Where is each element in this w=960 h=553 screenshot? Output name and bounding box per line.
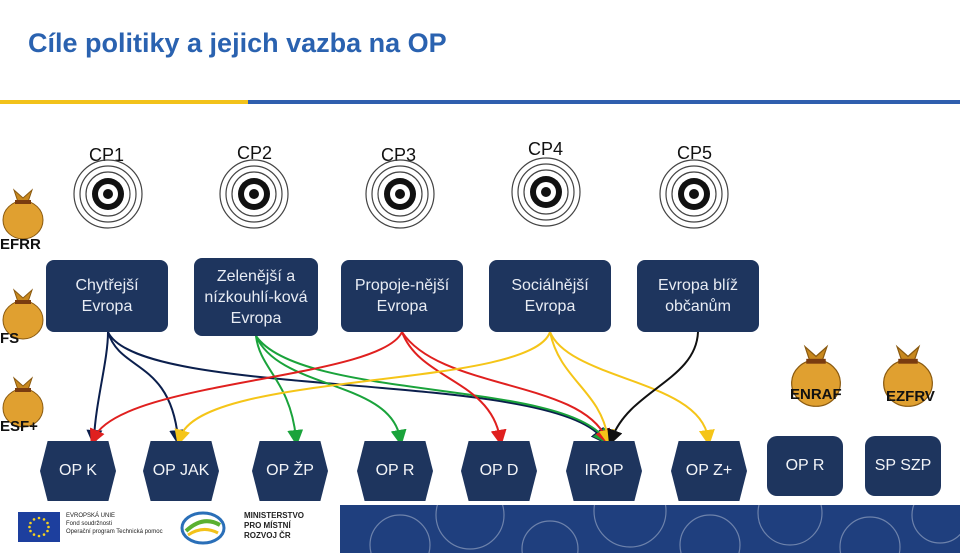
op-box-irop: IROP: [566, 441, 642, 501]
goal-box-cp5: Evropa blíž občanům: [637, 260, 759, 332]
op-box-spszp: SP SZP: [865, 436, 941, 496]
ministry-logo-icon: [180, 511, 226, 545]
ministry-text: MINISTERSTVO PRO MÍSTNÍ ROZVOJ ČR: [244, 511, 305, 540]
arrow-cp4-opjak: [174, 331, 551, 446]
footer-decoration: [369, 505, 960, 553]
cp1-label: CP1: [89, 145, 125, 165]
footer-logo-area: EVROPSKÁ UNIE Fond soudržnosti Operační …: [0, 505, 340, 553]
op-box-opd: OP D: [461, 441, 537, 501]
op-box-opzp: OP ŽP: [252, 441, 328, 501]
fund-label-ezfrv: EZFRV: [886, 388, 935, 405]
arrow-cp3-irop: [401, 331, 611, 446]
footer-bar: EVROPSKÁ UNIE Fond soudržnosti Operační …: [0, 505, 960, 553]
target-icon: [219, 159, 289, 229]
op-box-opr-enraf: OP R: [767, 436, 843, 496]
fund-label-fs: FS: [0, 330, 20, 347]
fund-label-esf: ESF+: [0, 418, 38, 435]
arrow-cp4-irop: [549, 331, 615, 446]
arrow-cp4-opz: [549, 331, 715, 446]
arrow-cp2-opr: [255, 335, 407, 446]
arrow-cp3-opk: [90, 331, 403, 446]
goal-box-cp1: Chytřejší Evropa: [46, 260, 168, 332]
fund-label-efrr: EFRR: [0, 236, 41, 253]
fund-label-enraf: ENRAF: [790, 386, 842, 403]
eu-flag-icon: [18, 512, 60, 542]
title-underline-accent: [0, 100, 248, 104]
cp2-label: CP2: [237, 143, 273, 163]
cp5-label: CP5: [677, 143, 713, 163]
op-box-opz: OP Z+: [671, 441, 747, 501]
arrow-cp3-opd: [401, 331, 507, 446]
arrow-cp1-irop: [107, 331, 607, 445]
page-title: Cíle politiky a jejich vazba na OP: [28, 28, 447, 58]
cp4-label: CP4: [528, 139, 564, 159]
money-bag-icon: [791, 344, 841, 407]
money-bag-icon: [2, 188, 44, 240]
target-icon: [511, 157, 581, 227]
arrow-cp5-irop: [607, 331, 699, 446]
money-bag-icon: [883, 344, 933, 407]
target-icon: [659, 159, 729, 229]
target-icon: [73, 159, 143, 229]
title-underline: [0, 100, 960, 104]
goal-box-cp3: Propoje-nější Evropa: [341, 260, 463, 332]
money-bag-icon: [2, 376, 44, 428]
cp3-label: CP3: [381, 145, 417, 165]
goal-box-cp4: Sociálnější Evropa: [489, 260, 611, 332]
eu-funding-text: EVROPSKÁ UNIE Fond soudržnosti Operační …: [66, 513, 163, 535]
money-bag-icon: [2, 288, 44, 340]
arrow-cp1-opk: [86, 331, 109, 446]
op-box-opr: OP R: [357, 441, 433, 501]
op-box-opjak: OP JAK: [143, 441, 219, 501]
arrow-cp1-opjak: [107, 331, 186, 446]
arrow-cp2-opzp: [255, 335, 304, 446]
goal-box-cp2: Zelenější a nízkouhlí-ková Evropa: [194, 258, 318, 336]
target-icon: [365, 159, 435, 229]
op-box-opk: OP K: [40, 441, 116, 501]
arrow-cp2-irop: [255, 335, 609, 445]
